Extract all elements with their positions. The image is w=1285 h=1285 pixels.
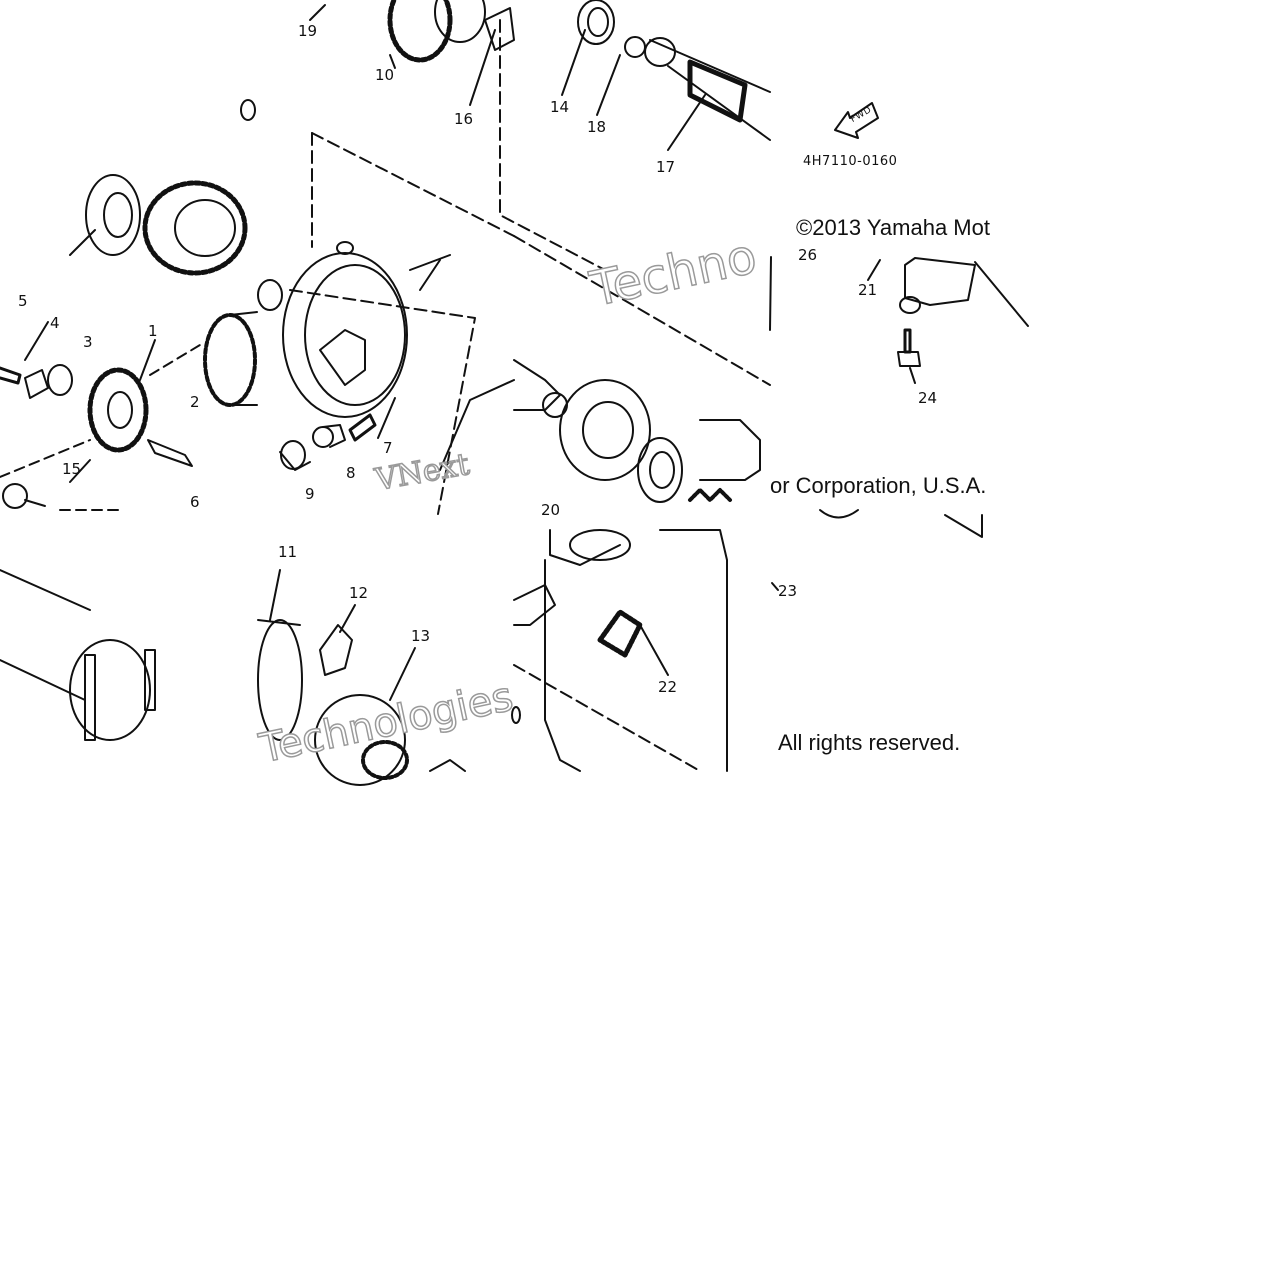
part-label-6: 6: [190, 493, 200, 511]
bracket-21: [899, 257, 1029, 327]
gear-1: [87, 367, 149, 453]
part-label-16: 16: [454, 110, 474, 128]
bolt-5: [0, 366, 22, 385]
part-label-13: 13: [411, 627, 431, 645]
bearing-left-top: [85, 174, 141, 256]
part-label-21: 21: [858, 281, 878, 299]
part-label-12: 12: [349, 584, 369, 602]
part-label-23: 23: [778, 582, 798, 600]
cap-9: [279, 440, 311, 471]
washer-14: [577, 0, 615, 45]
starter-body: [203, 311, 258, 407]
part-label-26: 26: [798, 246, 818, 264]
shoe-12: [319, 624, 353, 676]
part-label-18: 18: [587, 118, 607, 136]
gear-13: [314, 694, 409, 786]
part-label-1: 1: [148, 322, 158, 340]
copyright-line-2: or Corporation, U.S.A.: [770, 473, 987, 498]
part-label-8: 8: [346, 464, 356, 482]
part-label-17: 17: [656, 158, 676, 176]
copyright-line-3: All rights reserved.: [778, 730, 961, 755]
part-label-22: 22: [658, 678, 678, 696]
cover-partial: [513, 359, 761, 502]
part-label-2: 2: [190, 393, 200, 411]
part-label-5: 5: [18, 292, 28, 310]
gear-10: [387, 0, 486, 63]
part-label-10: 10: [375, 66, 395, 84]
gear-left-top: [142, 180, 248, 276]
diagram-code: 4H7110-0160: [803, 154, 898, 169]
bolt-15: [2, 483, 46, 509]
spring-7: [348, 413, 377, 442]
shaft-17: [644, 37, 771, 141]
clutch-housing: [282, 252, 408, 418]
part-label-14: 14: [550, 98, 570, 116]
copyright-line-1: ©2013 Yamaha Mot: [796, 215, 990, 240]
part-label-20: 20: [541, 501, 561, 519]
ball-18: [624, 36, 646, 58]
part-label-24: 24: [918, 389, 938, 407]
bearing-20: [559, 379, 651, 481]
fwd-arrow-icon: [834, 102, 879, 139]
pin-2: [147, 439, 193, 467]
plate-4: [24, 369, 49, 399]
part-label-9: 9: [305, 485, 315, 503]
part-label-4: 4: [50, 314, 60, 332]
part-label-7: 7: [383, 439, 393, 457]
part-label-15: 15: [62, 460, 82, 478]
gear-22: [597, 609, 643, 658]
case-outline: [659, 529, 728, 772]
bolt-24: [897, 328, 921, 367]
plunger-8: [312, 424, 346, 448]
washer-3: [47, 364, 73, 396]
part-label-11: 11: [278, 543, 298, 561]
part-label-19: 19: [298, 22, 318, 40]
part-label-3: 3: [83, 333, 93, 351]
seal: [637, 437, 683, 503]
clutch-11: [257, 619, 303, 741]
cover-lower: [513, 529, 701, 772]
starter-motor: [0, 569, 156, 741]
